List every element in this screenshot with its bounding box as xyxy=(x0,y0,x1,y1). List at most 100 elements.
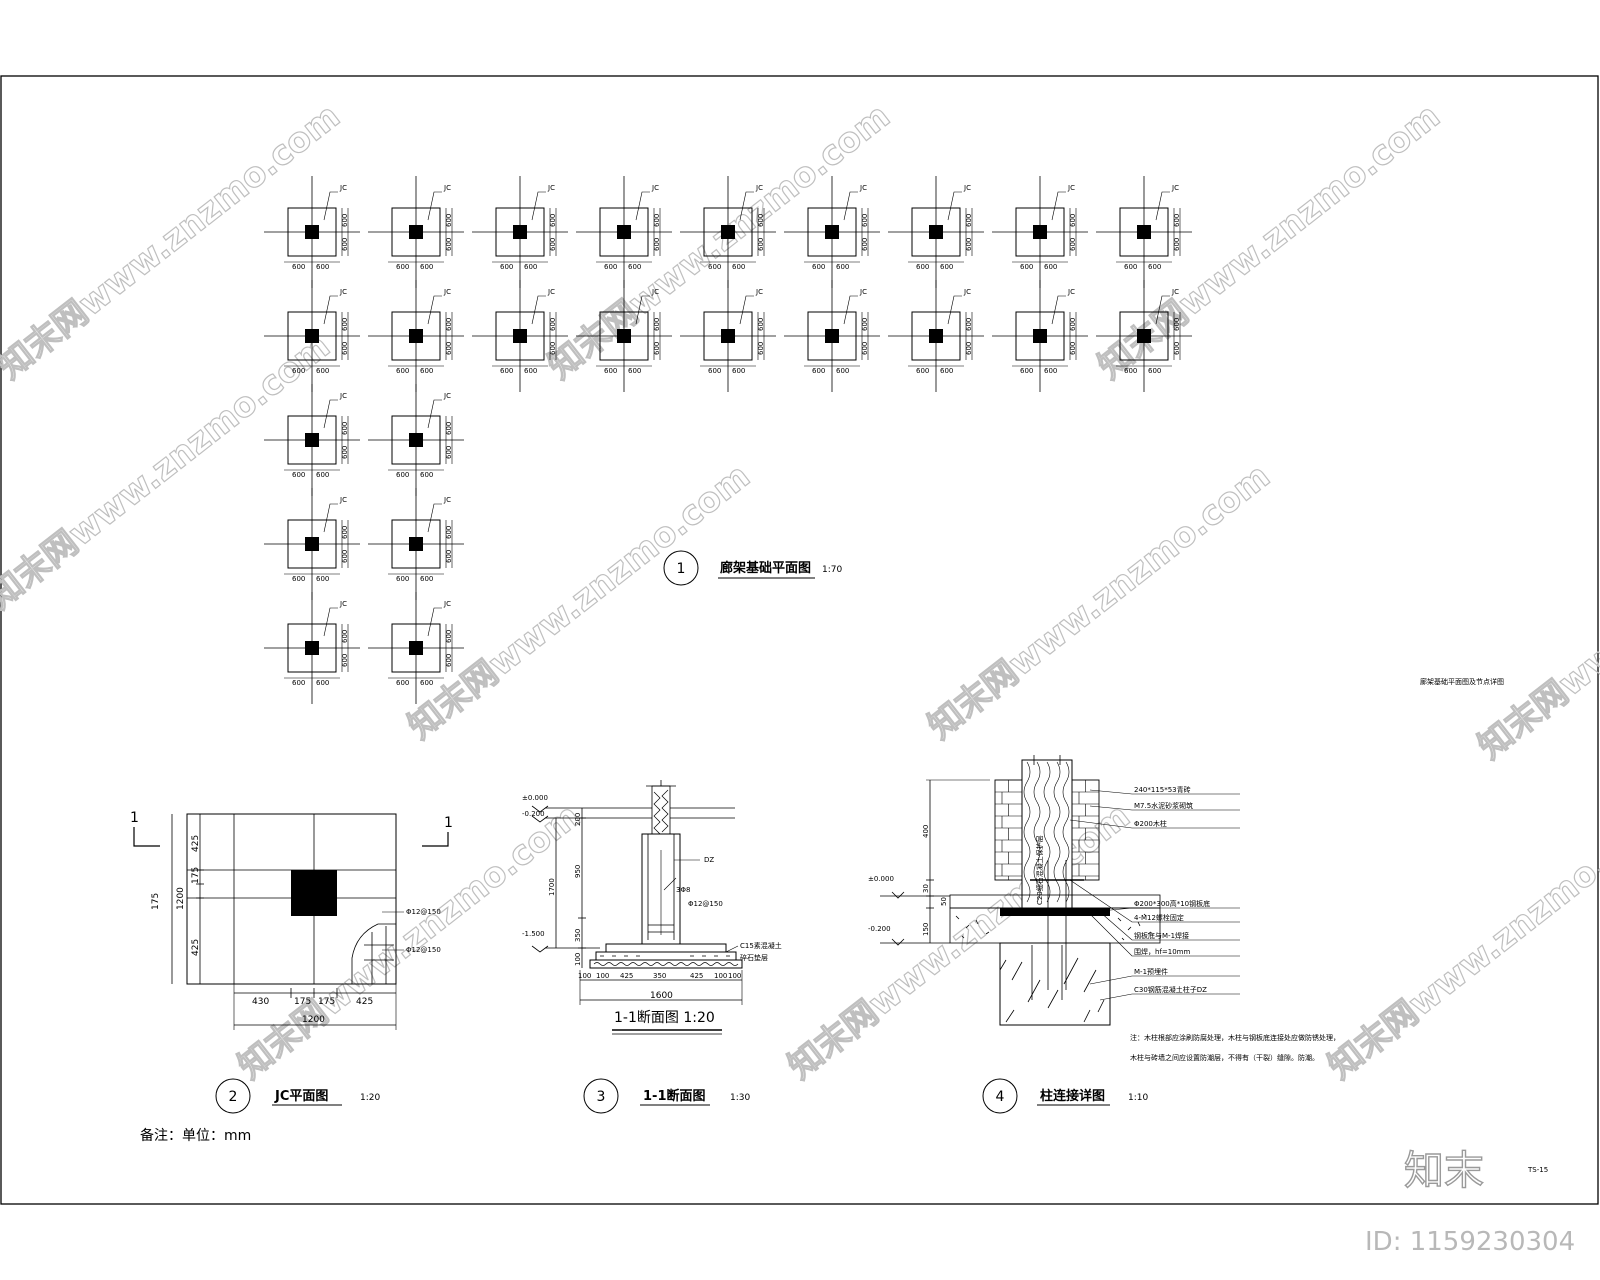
footing-outline xyxy=(391,415,441,465)
footing-dim: 600 xyxy=(445,422,453,435)
detail-concrete-column xyxy=(999,942,1111,1026)
footing-outline xyxy=(287,519,337,569)
watermark-text: 知末网www.znzmo.com xyxy=(231,796,588,1087)
section-btotal: 1600 xyxy=(650,991,673,1001)
detail-elev-0: ±0.000 xyxy=(868,875,894,883)
footing-outline xyxy=(1119,207,1169,257)
footing-dim: 600 xyxy=(445,318,453,331)
footing-dim: 600 xyxy=(1173,238,1181,251)
column-square xyxy=(1033,225,1047,239)
detail-base-plate xyxy=(1000,908,1110,916)
footing-dim: 600 xyxy=(965,342,973,355)
jc-htotal: 1200 xyxy=(302,1015,325,1025)
footing-dim: 600 xyxy=(732,367,745,375)
column-square xyxy=(409,329,423,343)
detail-label: Φ200*300高*10钢板底 xyxy=(1134,899,1210,908)
column-square xyxy=(409,225,423,239)
footing-tag: JC xyxy=(651,288,659,296)
footing-dim: 600 xyxy=(861,214,869,227)
jc-outline xyxy=(186,813,397,985)
footing-dim: 600 xyxy=(940,367,953,375)
column-square xyxy=(825,225,839,239)
footing-dim: 600 xyxy=(1173,318,1181,331)
footing-tag: JC xyxy=(755,184,763,192)
column-square xyxy=(1137,225,1151,239)
footing-tag: JC xyxy=(443,392,451,400)
detail-dim-150: 150 xyxy=(922,923,930,936)
footing-dim: 600 xyxy=(445,630,453,643)
footing-tag: JC xyxy=(651,184,659,192)
section-dim-950: 950 xyxy=(574,865,582,878)
detail-label: M-1预埋件 xyxy=(1134,967,1168,976)
detail-label: 4-M12螺栓固定 xyxy=(1134,913,1184,922)
column-square xyxy=(513,225,527,239)
detail-timber-post xyxy=(1021,759,1073,911)
section-subtitle: 1-1断面图 1:20 xyxy=(614,1010,715,1026)
footing-dim: 600 xyxy=(965,318,973,331)
footing-dim: 600 xyxy=(861,342,869,355)
column-square xyxy=(617,329,631,343)
watermark-text: 知末网www.znzmo.com xyxy=(401,456,758,747)
footing-dim: 600 xyxy=(812,263,825,271)
footing-dim: 600 xyxy=(341,214,349,227)
detail-note-1: 注：木柱根部应涂刷防腐处理，木柱与钢板底连接处应做防锈处理， xyxy=(1130,1033,1340,1042)
footing-dim: 600 xyxy=(316,575,329,583)
footing-dim: 600 xyxy=(1173,342,1181,355)
footing-dim: 600 xyxy=(549,318,557,331)
detail-elev-1: -0.200 xyxy=(868,925,891,933)
column-square xyxy=(617,225,631,239)
footing-dim: 600 xyxy=(708,367,721,375)
column-square xyxy=(825,329,839,343)
footing-tag: JC xyxy=(547,288,555,296)
jc-vdim-4: 425 xyxy=(191,939,201,956)
footing-dim: 600 xyxy=(445,526,453,539)
detail-label: 240*115*53青砖 xyxy=(1134,785,1191,794)
jc-title-number: 2 xyxy=(229,1089,238,1105)
footing-dim: 600 xyxy=(396,263,409,271)
footing-dim: 600 xyxy=(396,471,409,479)
footing-dim: 600 xyxy=(653,214,661,227)
section-elev-0: ±0.000 xyxy=(522,794,548,802)
footing-dim: 600 xyxy=(628,367,641,375)
footing-dim: 600 xyxy=(916,263,929,271)
plan-scale: 1:70 xyxy=(822,565,842,575)
section-bdim-2: 100 xyxy=(596,972,609,980)
jc-vdim-2: 175 xyxy=(191,867,201,884)
footing-dim: 600 xyxy=(445,654,453,667)
footing-dim: 600 xyxy=(1069,238,1077,251)
footing-outline xyxy=(807,311,857,361)
watermark-text: 知末网www.znzmo.com xyxy=(0,326,338,617)
footing-dim: 600 xyxy=(292,575,305,583)
column-square xyxy=(1033,329,1047,343)
detail-leaders: 240*115*53青砖M7.5水泥砂浆砌筑Φ200木柱Φ200*300高*10… xyxy=(1069,785,1240,1001)
plan-title: 廊架基础平面图 xyxy=(720,560,811,576)
jc-section-mark-left: 1 xyxy=(130,810,139,826)
jc-vdim-1: 425 xyxy=(191,835,201,852)
column-square xyxy=(305,641,319,655)
footing-outline xyxy=(1015,207,1065,257)
detail-dim-50: 50 xyxy=(940,897,948,906)
footing-dim: 600 xyxy=(420,367,433,375)
footing-dim: 600 xyxy=(653,342,661,355)
footing-outline xyxy=(287,415,337,465)
footing-dim: 600 xyxy=(965,238,973,251)
footing-outline xyxy=(703,311,753,361)
footing-dim: 600 xyxy=(1124,263,1137,271)
jc-hdim-1: 430 xyxy=(252,997,269,1007)
image-id: ID: 1159230304 xyxy=(1365,1227,1575,1257)
detail-label: 钢板底与M-1焊接 xyxy=(1134,931,1189,940)
footing-dim: 600 xyxy=(445,214,453,227)
footing-dim: 600 xyxy=(316,679,329,687)
footing-dim: 600 xyxy=(812,367,825,375)
footing-dim: 600 xyxy=(1148,263,1161,271)
plan-title-block: 1 廊架基础平面图 1:70 xyxy=(663,550,842,586)
section-1-1: ±0.000 -0.200 -1.500 DZ 3Φ8 Φ12@150 C15素… xyxy=(522,780,782,1114)
footing-tag: JC xyxy=(339,288,347,296)
detail-label: 围焊，hf=10mm xyxy=(1134,947,1190,956)
